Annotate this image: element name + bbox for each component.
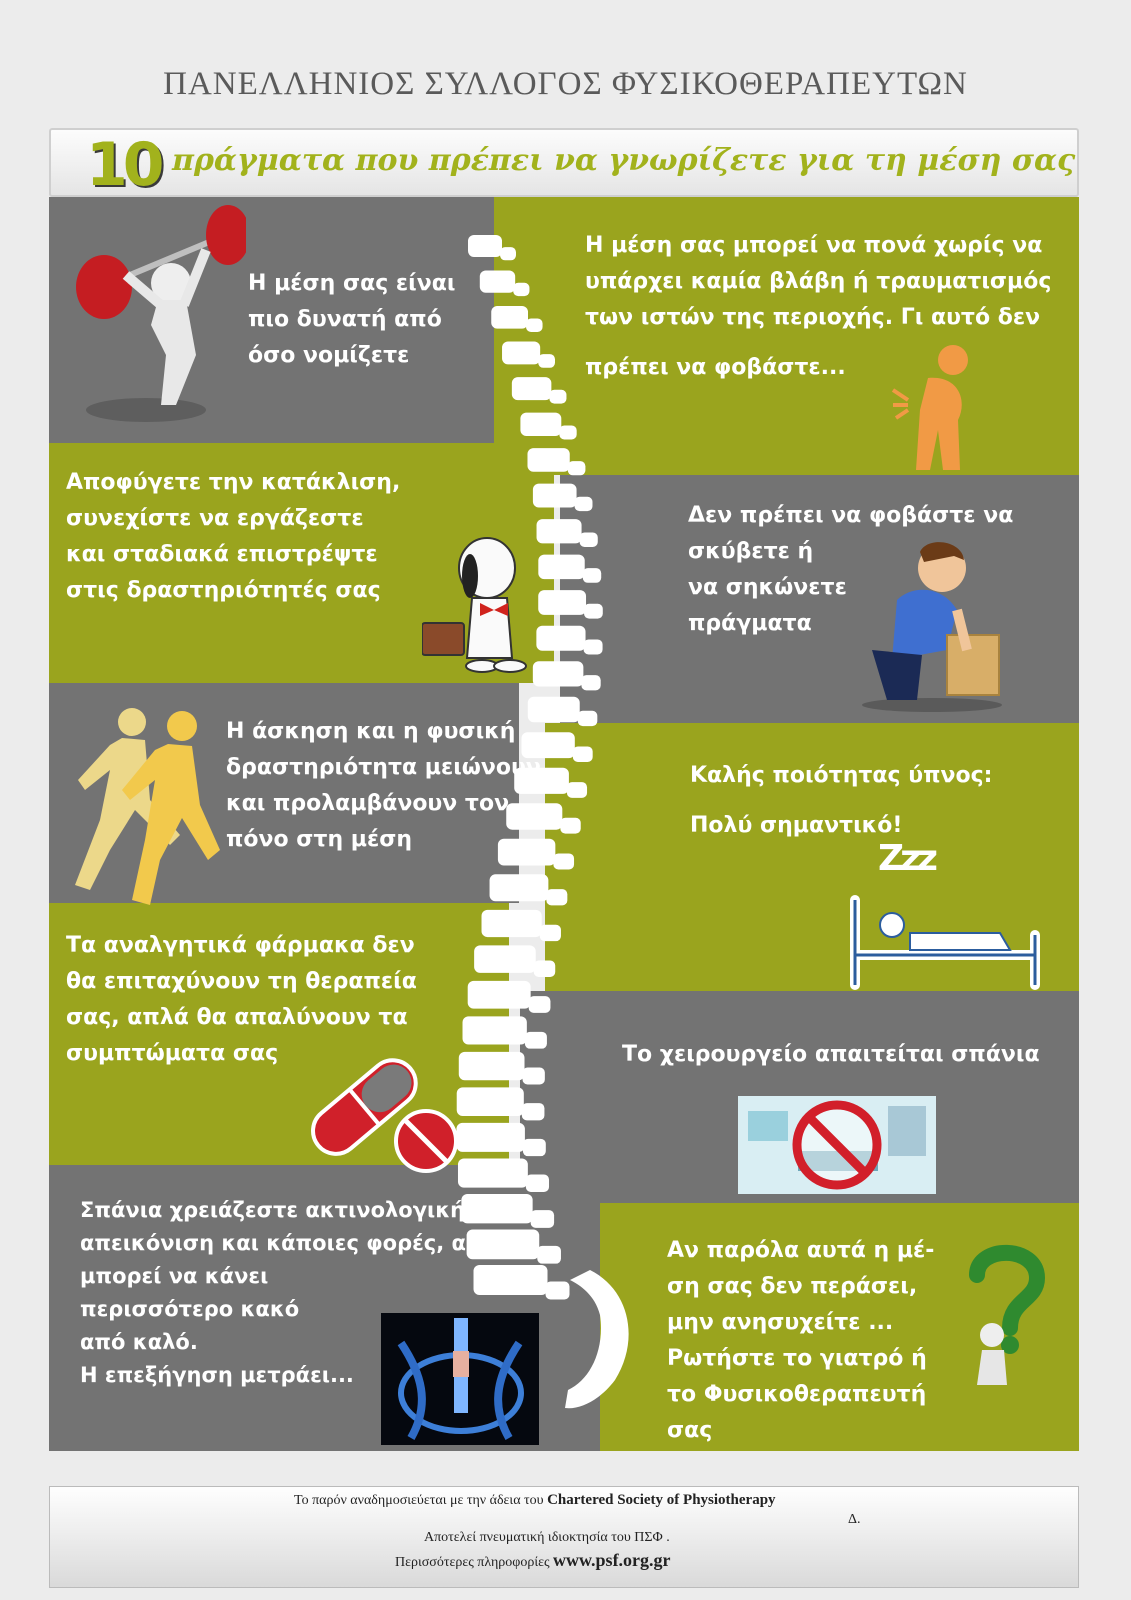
tip-2-text: Η μέση σας μπορεί να πονά χωρίς να υπάρχ… bbox=[585, 233, 1052, 330]
vertebra bbox=[462, 1016, 527, 1045]
vertebra bbox=[521, 732, 575, 759]
footer-website-link[interactable]: www.psf.org.gr bbox=[553, 1550, 671, 1570]
footer: Το παρόν αναδημοσιεύεται με την άδεια το… bbox=[49, 1486, 1079, 1588]
vertebra-process bbox=[500, 247, 516, 261]
vertebra-process bbox=[528, 996, 551, 1013]
footer-stray-mark: Δ. bbox=[848, 1512, 861, 1527]
footer-credit-prefix: Το παρόν αναδημοσιεύεται με την άδεια το… bbox=[294, 1493, 544, 1508]
vertebra-process bbox=[524, 1031, 547, 1049]
footer-credit-org: Chartered Society of Physiotherapy bbox=[547, 1492, 776, 1508]
vertebra bbox=[479, 270, 516, 293]
organization-name: ΠΑΝΕΛΛΗΝΙΟΣ ΣΥΛΛΟΓΟΣ ΦΥΣΙΚΟΘΕΡΑΠΕΥΤΩΝ bbox=[163, 66, 968, 102]
tip-4-text: Δεν πρέπει να φοβάστε να σκύβετε ή να ση… bbox=[688, 503, 1014, 636]
dog-with-briefcase-icon bbox=[422, 537, 527, 673]
vertebra-process bbox=[539, 924, 561, 942]
vertebra bbox=[456, 1087, 524, 1117]
tip-1-text: Η μέση σας είναι πιο δυνατή από όσο νομί… bbox=[248, 271, 456, 368]
vertebra-process bbox=[526, 318, 543, 332]
vertebra-process bbox=[525, 1174, 550, 1192]
vertebra bbox=[502, 341, 541, 365]
title-number: 10 bbox=[86, 130, 164, 200]
vertebra bbox=[466, 1229, 540, 1260]
runners-icon bbox=[75, 708, 220, 905]
no-surgery-icon bbox=[738, 1096, 936, 1194]
vertebra bbox=[527, 448, 570, 472]
vertebra bbox=[473, 1265, 548, 1295]
tip-7-text: Τα αναλγητικά φάρμακα δεν θα επιταχύνουν… bbox=[66, 933, 417, 1066]
vertebra-process bbox=[566, 782, 588, 798]
vertebra-process bbox=[583, 639, 603, 655]
vertebra-process bbox=[577, 710, 598, 727]
vertebra-process bbox=[567, 461, 586, 476]
vertebra-process bbox=[521, 1103, 545, 1121]
vertebra-process bbox=[572, 746, 593, 762]
footer-copyright: Αποτελεί πνευματική ιδιοκτησία του ΠΣΦ . bbox=[424, 1530, 670, 1545]
vertebra bbox=[458, 1051, 525, 1081]
vertebra bbox=[461, 1193, 533, 1224]
vertebra bbox=[457, 1158, 528, 1188]
vertebra bbox=[532, 483, 577, 508]
vertebra-process bbox=[545, 1281, 570, 1300]
tip-3-text: Αποφύγετε την κατάκλιση, συνεχίστε να ερ… bbox=[66, 470, 401, 603]
tip-6-text: Καλής ποιότητας ύπνος: bbox=[690, 763, 993, 788]
vertebra-process bbox=[549, 389, 567, 404]
person-lifting-box-icon bbox=[862, 542, 1002, 712]
tip-8-text: Το χειρουργείο απαιτείται σπάνια bbox=[622, 1042, 1040, 1067]
tip-9-text: Σπάνια χρειάζεστε ακτινολογική απεικόνισ… bbox=[80, 1198, 509, 1387]
weightlifter-icon bbox=[76, 205, 246, 422]
spine-icon bbox=[456, 235, 629, 1409]
vertebra-process bbox=[582, 568, 602, 583]
vertebra bbox=[481, 909, 542, 938]
vertebra bbox=[474, 945, 536, 973]
vertebra bbox=[538, 590, 587, 615]
vertebra bbox=[456, 1122, 525, 1152]
tip-6-text-cont: Πολύ σημαντικό! bbox=[690, 813, 903, 838]
vertebra bbox=[491, 306, 529, 329]
vertebra bbox=[538, 554, 585, 580]
vertebra bbox=[489, 874, 549, 902]
tip-10-text: Αν παρόλα αυτά η μέ- ση σας δεν περάσει,… bbox=[667, 1238, 935, 1443]
vertebra-process bbox=[537, 1245, 561, 1264]
vertebra bbox=[497, 838, 556, 866]
pill-icon bbox=[311, 1058, 458, 1173]
vertebra bbox=[514, 767, 569, 794]
vertebra bbox=[520, 412, 562, 436]
footer-more-info-label: Περισσότερες πληροφορίες bbox=[395, 1555, 550, 1570]
vertebra-process bbox=[574, 496, 593, 512]
vertebra-process bbox=[533, 960, 556, 977]
vertebra-process bbox=[560, 817, 581, 834]
vertebra-process bbox=[513, 282, 530, 297]
vertebra bbox=[536, 519, 582, 544]
vertebra-process bbox=[559, 425, 577, 440]
vertebra bbox=[511, 377, 552, 401]
vertebra-process bbox=[579, 532, 598, 547]
vertebra bbox=[527, 696, 580, 723]
panel-2 bbox=[494, 197, 1079, 475]
vertebra-process bbox=[553, 853, 575, 870]
sleep-bed-icon bbox=[850, 895, 1040, 990]
sleep-zzz-text: Zzz bbox=[878, 838, 938, 879]
vertebra-process bbox=[584, 603, 603, 619]
vertebra-process bbox=[522, 1138, 546, 1157]
vertebra-process bbox=[546, 889, 568, 906]
vertebra bbox=[468, 235, 502, 257]
tip-5-text: Η άσκηση και η φυσική δραστηριότητα μειώ… bbox=[226, 719, 541, 852]
vertebra-process bbox=[530, 1210, 555, 1228]
vertebra bbox=[506, 803, 563, 830]
vertebra bbox=[467, 980, 531, 1009]
spine-xray-icon bbox=[381, 1313, 539, 1445]
vertebra-process bbox=[538, 354, 556, 368]
page-title: πράγματα που πρέπει να γνωρίζετε για τη … bbox=[172, 143, 1076, 178]
vertebra-process bbox=[522, 1067, 545, 1085]
question-mark-figure-icon bbox=[969, 1244, 1046, 1385]
vertebra bbox=[532, 661, 584, 687]
tip-2-text-cont: πρέπει να φοβάστε... bbox=[585, 355, 846, 380]
title-banner bbox=[49, 128, 1079, 197]
back-pain-figure-icon bbox=[891, 345, 968, 470]
vertebra bbox=[536, 625, 586, 651]
vertebra-process bbox=[581, 675, 601, 691]
